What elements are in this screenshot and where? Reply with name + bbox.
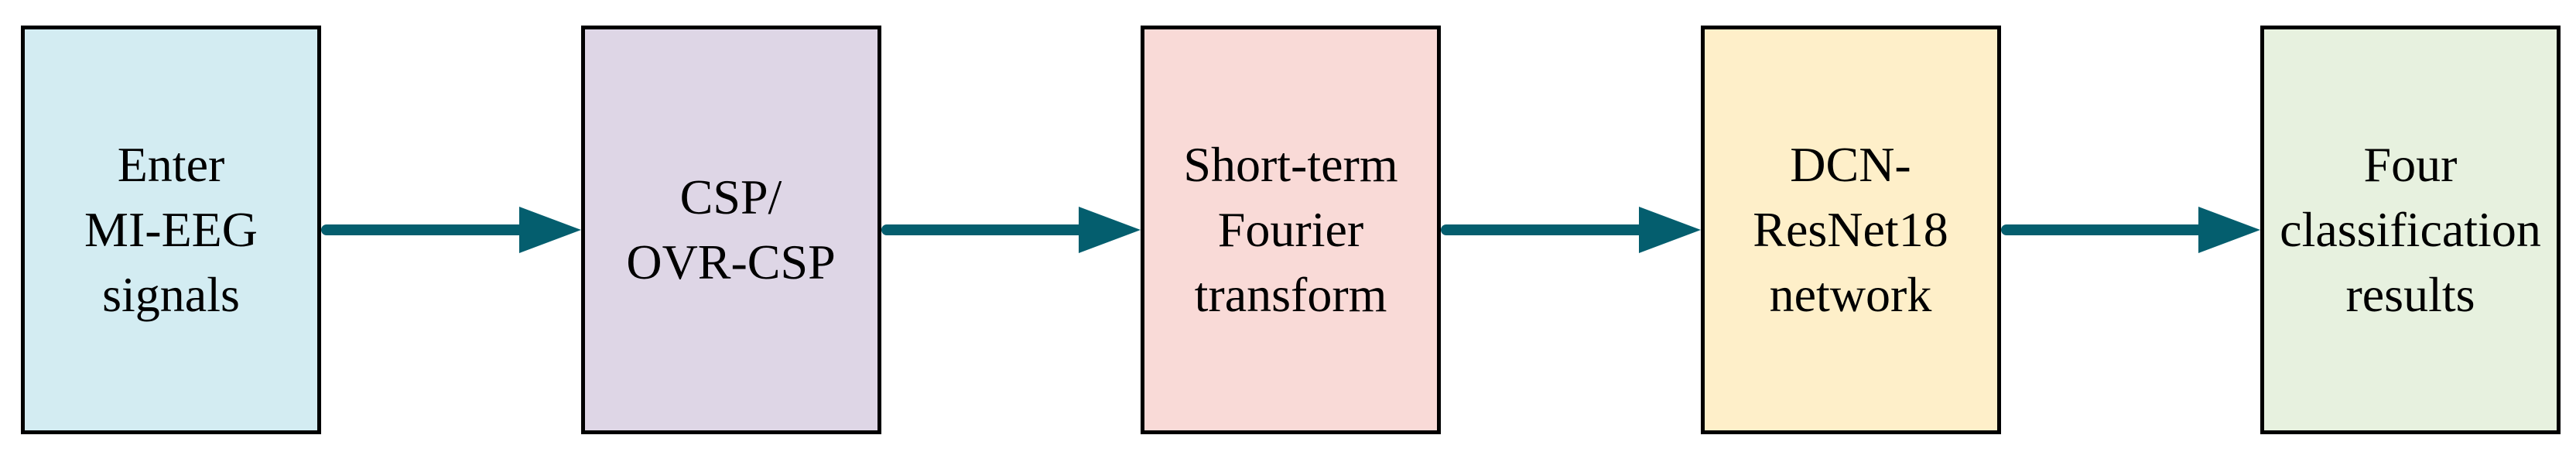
flow-step-label: Four classification results bbox=[2280, 136, 2541, 322]
flow-arrow-4 bbox=[2000, 206, 2260, 253]
flow-step-four-classification-results: Four classification results bbox=[2260, 25, 2561, 434]
flow-step-label: CSP/ OVR-CSP bbox=[626, 169, 836, 289]
flow-step-enter-mi-eeg-signals: Enter MI-EEG signals bbox=[21, 25, 321, 434]
flow-step-label: DCN- ResNet18 network bbox=[1753, 136, 1948, 322]
arrow-head-icon bbox=[518, 206, 581, 253]
arrow-shaft bbox=[321, 224, 521, 235]
arrow-head-icon bbox=[1638, 206, 1701, 253]
flow-arrow-2 bbox=[881, 206, 1141, 253]
flow-step-label: Enter MI-EEG signals bbox=[84, 136, 258, 322]
arrow-shaft bbox=[1441, 224, 1640, 235]
flow-step-csp-ovr-csp: CSP/ OVR-CSP bbox=[580, 25, 881, 434]
arrow-head-icon bbox=[1079, 206, 1141, 253]
arrow-shaft bbox=[881, 224, 1080, 235]
arrow-head-icon bbox=[2198, 206, 2260, 253]
flow-step-dcn-resnet18-network: DCN- ResNet18 network bbox=[1700, 25, 2001, 434]
flow-step-short-term-fourier-transform: Short-term Fourier transform bbox=[1141, 25, 1441, 434]
flow-arrow-1 bbox=[321, 206, 581, 253]
arrow-shaft bbox=[2000, 224, 2200, 235]
flow-step-label: Short-term Fourier transform bbox=[1183, 136, 1398, 322]
flow-arrow-3 bbox=[1441, 206, 1701, 253]
